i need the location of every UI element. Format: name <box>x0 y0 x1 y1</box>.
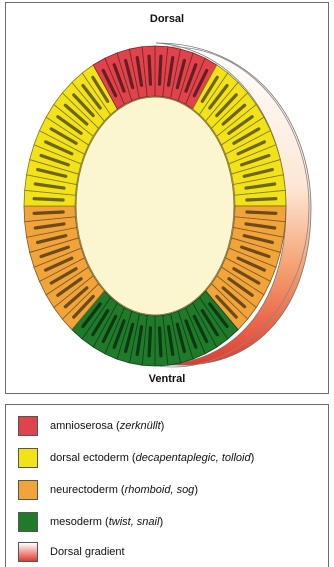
legend-item-neurectoderm: neurectoderm (rhomboid, sog) <box>18 479 198 501</box>
legend-item-mesoderm: mesoderm (twist, snail) <box>18 511 163 533</box>
cell-nucleus <box>34 199 63 200</box>
legend-swatch <box>18 416 38 436</box>
cell-nucleus <box>34 212 63 213</box>
legend-panel: amnioserosa (zerknüllt) dorsal ectoderm … <box>5 404 329 567</box>
embryo-cross-section <box>6 3 330 395</box>
diagram-panel: Dorsal Ventral <box>5 2 329 394</box>
legend-item-dorsal-gradient: Dorsal gradient <box>18 541 125 563</box>
cell-nucleus <box>247 199 276 200</box>
legend-item-amnioserosa: amnioserosa (zerknüllt) <box>18 415 164 437</box>
yolk <box>76 97 234 315</box>
legend-swatch <box>18 542 38 562</box>
legend-swatch <box>18 480 38 500</box>
cell-nucleus <box>247 212 276 213</box>
cell-nucleus <box>160 328 161 356</box>
ventral-label: Ventral <box>6 373 328 385</box>
legend-swatch <box>18 512 38 532</box>
legend-item-dorsal-ectoderm: dorsal ectoderm (decapentaplegic, tolloi… <box>18 447 254 469</box>
cell-nucleus <box>160 56 161 84</box>
cell-nucleus <box>149 56 150 84</box>
legend-swatch <box>18 448 38 468</box>
cell-nucleus <box>149 328 150 356</box>
